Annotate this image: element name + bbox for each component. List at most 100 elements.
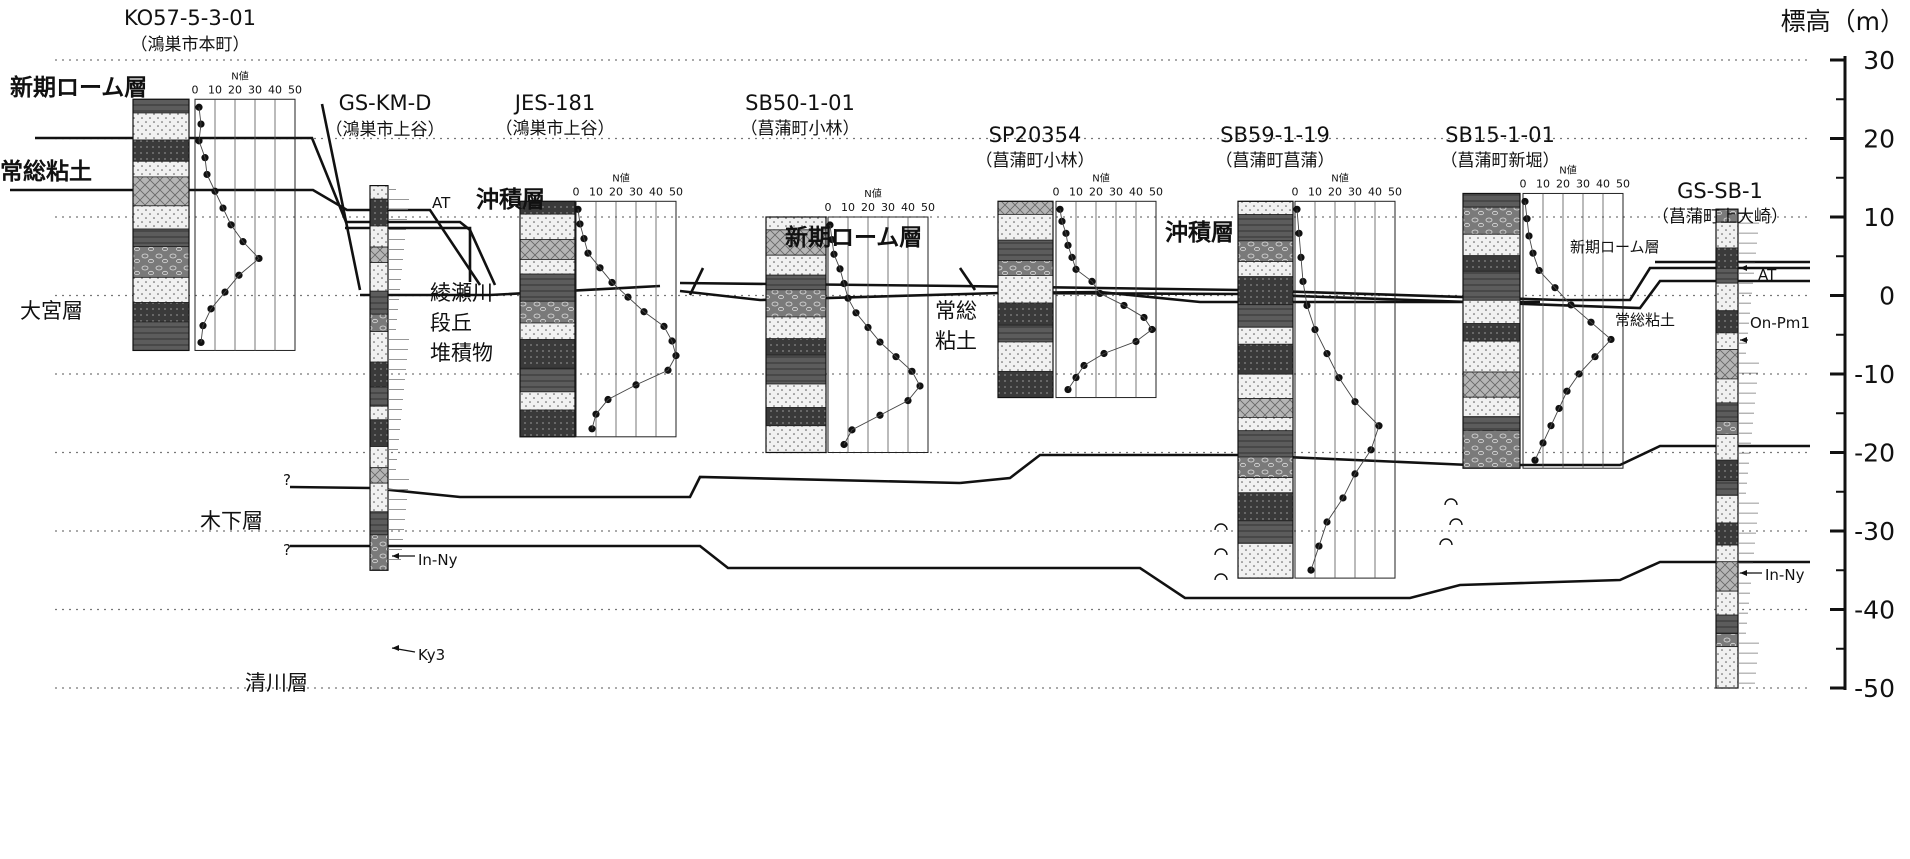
lithology-band	[1462, 340, 1521, 373]
lithology-band	[1462, 430, 1521, 469]
marker-label: Ky3	[418, 646, 445, 664]
nvalue-panel	[827, 216, 929, 453]
nvalue-tick-label: 50	[1616, 177, 1630, 190]
unit-label: 沖積層	[476, 187, 545, 213]
nvalue-tick-label: 20	[1328, 185, 1342, 198]
nvalue-label: N値	[864, 187, 881, 200]
nvalue-line	[577, 209, 677, 429]
lithology-band	[1715, 310, 1739, 334]
lithology-band	[369, 419, 389, 447]
nvalue-tick-label: 20	[1556, 177, 1570, 190]
lithology-band	[1715, 561, 1739, 592]
nvalue-tick-label: 20	[861, 201, 875, 214]
boundary-alluvium-slope-a	[320, 103, 362, 291]
lithology-band	[519, 273, 576, 302]
diagram-labels: 新期ローム層常総粘土大宮層沖積層新期ローム層沖積層木下層清川層新期ローム層常総粘…	[0, 74, 1810, 695]
nvalue-tick-label: 0	[1520, 177, 1527, 190]
unit-label: 清川層	[245, 671, 308, 695]
nvalue-line	[1059, 209, 1153, 390]
lithology-band	[369, 198, 389, 227]
boundary-loam-base	[35, 136, 497, 286]
nvalue-tick-label: 50	[288, 83, 302, 96]
lithology-band	[1237, 456, 1294, 479]
lithology-band	[1715, 420, 1739, 435]
unit-label: 新期ローム層	[785, 224, 922, 251]
shell-icon	[1214, 548, 1228, 556]
nvalue-tick-label: 10	[589, 185, 603, 198]
nvalue-tick-label: 30	[1348, 185, 1362, 198]
borehole-gs-km-d: GS-KM-D（鴻巣市上谷）	[326, 91, 445, 571]
nvalue-point	[1521, 197, 1529, 206]
shell-icon	[1444, 498, 1458, 506]
lithology-band	[519, 259, 576, 275]
lithology-band	[519, 239, 576, 260]
nvalue-tick-label: 30	[881, 201, 895, 214]
lithology-band	[369, 246, 389, 263]
lithology-band	[519, 322, 576, 340]
lithology-band	[519, 300, 576, 324]
nvalue-tick-label: 0	[192, 83, 199, 96]
axis-title: 標高（m）	[1781, 7, 1905, 36]
borehole-title: SB59-1-19	[1220, 123, 1330, 147]
borehole-title: KO57-5-3-01	[124, 6, 256, 30]
lithology-band	[369, 467, 389, 484]
nvalue-tick-label: 50	[921, 201, 935, 214]
nvalue-tick-label: 0	[1292, 185, 1299, 198]
lithology-band	[519, 391, 576, 411]
lithology-band	[765, 289, 827, 318]
lithology-band	[997, 275, 1054, 304]
lithology-band	[1462, 233, 1521, 257]
marker-label: On-Pm1	[1750, 314, 1810, 332]
unit-label-joso: 常総	[935, 299, 977, 323]
lithology-band	[997, 370, 1054, 398]
lithology-band	[997, 302, 1054, 326]
marker-arrowhead	[1740, 337, 1747, 343]
nvalue-tick-label: 30	[1576, 177, 1590, 190]
nvalue-panel	[1294, 200, 1396, 579]
lithology-band	[997, 260, 1054, 276]
lithology-band	[765, 229, 827, 256]
lithology-band	[132, 276, 190, 303]
borehole-location: （菖蒲町小林）	[741, 119, 860, 139]
lithology-band	[369, 386, 389, 407]
borehole-title: JES-181	[513, 91, 595, 115]
borehole-location: （菖蒲町上大崎）	[1652, 207, 1788, 227]
nvalue-tick-label: 40	[268, 83, 282, 96]
lithology-band	[1237, 261, 1294, 278]
axis-tick-label: 30	[1863, 46, 1895, 75]
unit-label: 沖積層	[1165, 220, 1234, 246]
lithology-band	[369, 185, 389, 200]
lithology-band	[1237, 430, 1294, 458]
lithology-band	[369, 290, 389, 315]
lithology-band	[765, 354, 827, 385]
nvalue-label: N値	[231, 69, 248, 82]
boundary-alluvium-base-left	[360, 284, 661, 297]
nvalue-label: N値	[1092, 171, 1109, 184]
shell-icon	[1214, 523, 1228, 531]
lithology-band	[1715, 402, 1739, 422]
nvalue-line	[829, 224, 921, 445]
nvalue-tick-label: 20	[1089, 185, 1103, 198]
boundary-kinoshita-top	[289, 475, 961, 499]
shell-icon	[1439, 538, 1453, 546]
lithology-band	[1237, 214, 1294, 242]
lithology-band	[519, 213, 576, 240]
nvalue-panel	[194, 98, 296, 351]
nvalue-tick-label: 10	[841, 201, 855, 214]
lithology-band	[997, 239, 1054, 261]
lithology-band	[369, 225, 389, 248]
nvalue-tick-label: 40	[901, 201, 915, 214]
unit-label: 常総粘土	[1615, 311, 1675, 329]
marker-arrowhead	[1740, 265, 1747, 271]
lithology-band	[1715, 267, 1739, 284]
unit-label-ayase: 綾瀬川	[430, 281, 493, 305]
borehole-location: （菖蒲町新堀）	[1441, 151, 1560, 171]
lithology-band	[132, 139, 190, 162]
borehole-title: SB15-1-01	[1445, 123, 1555, 147]
borehole-location: （鴻巣市上谷）	[326, 120, 445, 140]
lithology-band	[369, 482, 389, 513]
borehole-location: （鴻巣市本町）	[131, 35, 250, 55]
